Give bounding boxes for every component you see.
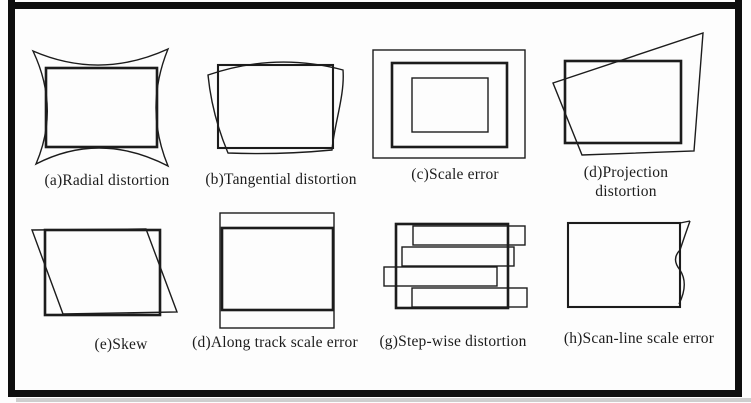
- frame-top-edge: [10, 2, 742, 9]
- page-frame: [8, 0, 751, 402]
- frame-right-edge: [735, 0, 742, 397]
- caption-projection-line2: distortion: [595, 183, 657, 200]
- reference-rectangle: [44, 66, 159, 149]
- caption-tangential-distortion: (b)Tangential distortion: [205, 171, 357, 188]
- reference-rectangle: [220, 226, 335, 312]
- caption-step-wise-distortion: (g)Step-wise distortion: [379, 333, 527, 350]
- frame-drop-shadow: [16, 398, 751, 402]
- offset-strip-1: [412, 225, 526, 246]
- distorted-quadrilateral: [552, 32, 704, 156]
- pincushion-outline: [31, 47, 170, 168]
- caption-scale-error: (c)Scale error: [411, 166, 499, 183]
- caption-projection-distortion: (d)Projection distortion: [584, 163, 668, 201]
- reference-rectangle: [566, 221, 682, 309]
- reference-rectangle: [563, 59, 683, 145]
- reference-rectangle: [390, 61, 509, 149]
- offset-strip-2: [401, 246, 515, 267]
- along-track-scale-error-drawing: [219, 212, 335, 329]
- enlarged-rectangle: [372, 49, 526, 159]
- reduced-rectangle: [411, 77, 489, 133]
- scale-error-drawing: [372, 49, 526, 159]
- caption-skew: (e)Skew: [94, 336, 148, 353]
- projection-distortion-drawing: [552, 32, 704, 156]
- radial-distortion-drawing: [31, 47, 170, 168]
- scan-line-top-notch: [679, 220, 691, 224]
- frame-bottom-edge: [10, 390, 742, 397]
- reference-rectangle: [216, 63, 335, 150]
- caption-radial-distortion: (a)Radial distortion: [44, 172, 170, 189]
- frame-left-edge: [8, 0, 15, 397]
- offset-strip-3: [383, 266, 498, 287]
- distorted-outline: [207, 61, 344, 155]
- scan-line-scale-error-drawing: [566, 220, 691, 309]
- caption-along-track-scale-error: (d)Along track scale error: [192, 334, 358, 351]
- reference-rectangle: [43, 228, 162, 317]
- caption-projection-line1: (d)Projection: [583, 164, 669, 181]
- skewed-parallelogram: [30, 228, 179, 315]
- skew-drawing: [30, 228, 179, 317]
- offset-strip-4: [411, 287, 528, 308]
- step-wise-distortion-drawing: [383, 222, 528, 310]
- caption-scan-line-scale-error: (h)Scan-line scale error: [563, 330, 715, 347]
- scan-line-wavy-edge: [674, 220, 691, 305]
- tangential-distortion-drawing: [207, 61, 344, 155]
